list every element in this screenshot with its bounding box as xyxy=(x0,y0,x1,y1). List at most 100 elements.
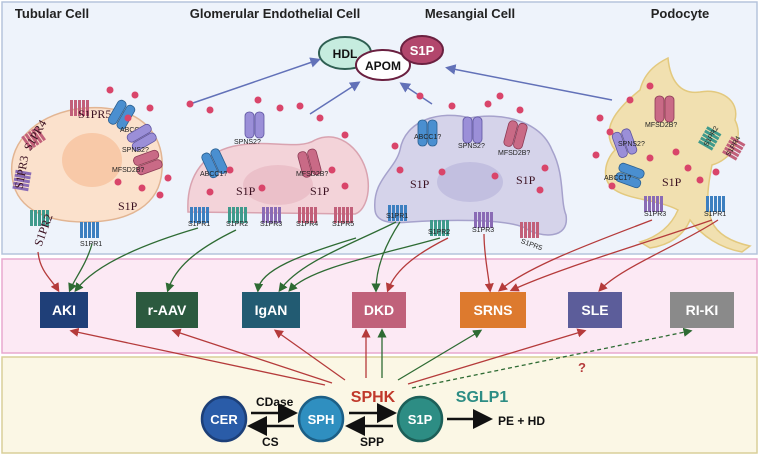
sglp1-label: SGLP1 xyxy=(456,389,509,406)
endo-s1p-label-2: S1P xyxy=(310,184,330,198)
disease-box-aki xyxy=(40,292,88,328)
metabolic-pathway: CER SPH S1P CDase CS SPP SPHK SGLP1 PE +… xyxy=(200,389,545,449)
endothelial-nucleus xyxy=(243,165,313,205)
disease-box-raav xyxy=(136,292,198,328)
pod-s1pr1-label: S1PR1 xyxy=(704,211,726,218)
spp-label: SPP xyxy=(360,435,384,449)
header-endothelial-cell: Glomerular Endothelial Cell xyxy=(190,6,360,21)
podocyte-body xyxy=(604,56,752,253)
tubular-s1pr1-label: S1PR1 xyxy=(80,241,102,248)
mesangial-cell: ABCC1? SPNS2? MFSD2B? S1P S1P S1PR1 S1PR… xyxy=(374,114,567,252)
arrow-sphk-srns xyxy=(397,329,483,381)
export-arrows xyxy=(189,57,613,115)
s1p-ellipse xyxy=(400,35,444,65)
podocyte: MFSD2B? SPNS2? ABCC1? S1P S1PR2 S1PR4 S1… xyxy=(604,56,752,253)
arrow-sphk-igan xyxy=(273,329,346,381)
hdl-apom-s1p-complex: HDL APOM S1P xyxy=(318,35,444,81)
sph-label: SPH xyxy=(308,412,335,427)
arrow-tubular-to-complex xyxy=(189,57,321,105)
complex-s1p-label: S1P xyxy=(410,43,435,58)
mes-abcc1-label: ABCC1? xyxy=(414,134,441,141)
disease-label-sle: SLE xyxy=(581,302,608,318)
arrow-endo-to-complex xyxy=(309,81,361,115)
arrow-s1pr2-aki xyxy=(37,251,60,293)
arrow-s1pr1-aki xyxy=(68,243,93,293)
mes-s1pr5-receptor xyxy=(520,222,539,238)
s1p-node xyxy=(396,395,444,443)
tubular-s1pr5-label: S1PR5 xyxy=(78,107,111,121)
arrow-pod-s1pr3-srns xyxy=(498,219,653,292)
endothelial-cell: SPNS2? ABCC1? MFSD2B? S1P S1P S1PR1 S1PR… xyxy=(187,111,370,228)
endo-s1pr2-label: S1PR2 xyxy=(226,221,248,228)
disease-label-riki: RI-KI xyxy=(686,302,719,318)
uncertain-mark: ? xyxy=(578,360,586,375)
endo-s1pr1-label: S1PR1 xyxy=(188,221,210,228)
arrow-endo-s1pr1-aki xyxy=(74,227,199,293)
mesangial-nucleus xyxy=(437,162,503,202)
pod-abcc1-label: ABCC1? xyxy=(604,175,631,182)
endo-abcc1-label: ABCC1? xyxy=(200,171,227,178)
arrow-sphk-aki xyxy=(69,327,326,386)
mes-spns2-label: SPNS2? xyxy=(458,143,485,150)
arrow-sphk-raav xyxy=(171,328,333,384)
disease-label-aki: AKI xyxy=(52,302,76,318)
s1p-node-label: S1P xyxy=(408,412,433,427)
disease-box-dkd xyxy=(352,292,406,328)
disease-label-srns: SRNS xyxy=(474,302,513,318)
endo-s1p-label-1: S1P xyxy=(236,184,256,198)
hdl-label: HDL xyxy=(333,47,358,61)
cer-label: CER xyxy=(210,412,238,427)
tubular-s1pr3-label: S1PR3 xyxy=(12,155,32,190)
receptor-disease-arrows xyxy=(37,219,719,293)
endo-s1pr4-label: S1PR4 xyxy=(296,221,318,228)
endo-s1pr3-label: S1PR3 xyxy=(260,221,282,228)
disease-label-raav: r-AAV xyxy=(148,302,187,318)
mes-s1pr1-label: S1PR1 xyxy=(386,213,408,220)
arrow-mes-to-complex xyxy=(399,82,433,105)
apom-label: APOM xyxy=(365,59,401,73)
arrow-sphk-sle xyxy=(407,328,587,385)
cer-node xyxy=(200,395,248,443)
cdase-label: CDase xyxy=(256,395,294,409)
arrow-pod-s1pr1-sle xyxy=(598,219,719,292)
pod-mfsd2b-label: MFSD2B? xyxy=(645,122,677,129)
arrow-mes-s1pr2-dkd xyxy=(385,237,449,293)
tubular-s1p-label: S1P xyxy=(118,199,138,213)
endo-spns2-label: SPNS2? xyxy=(234,139,261,146)
mes-s1p-label-2: S1P xyxy=(516,173,536,187)
arrow-mes-s1pr1-igan xyxy=(278,221,397,293)
pod-s1pr1-receptor xyxy=(706,196,725,212)
sphk-disease-arrows xyxy=(69,327,693,389)
apom-ellipse xyxy=(355,49,411,81)
tubular-nucleus xyxy=(62,133,122,187)
disease-box-sle xyxy=(568,292,622,328)
header-podocyte: Podocyte xyxy=(651,6,710,21)
sph-node xyxy=(297,395,345,443)
pod-s1pr3-receptor xyxy=(644,196,663,212)
mes-s1pr2-label: S1PR2 xyxy=(428,229,450,236)
arrow-pod-s1pr1-srns xyxy=(509,219,713,292)
pehd-label: PE + HD xyxy=(498,414,545,428)
pod-s1p-label: S1P xyxy=(662,175,682,189)
mes-mfsd2b-label: MFSD2B? xyxy=(498,150,530,157)
header-tubular-cell: Tubular Cell xyxy=(15,6,89,21)
disease-row: AKI r-AAV IgAN DKD SRNS SLE RI-KI xyxy=(40,292,734,328)
mes-s1p-label-1: S1P xyxy=(410,177,430,191)
disease-box-srns xyxy=(460,292,526,328)
arrow-pod-to-complex xyxy=(445,64,613,101)
pod-s1pr3-label: S1PR3 xyxy=(644,211,666,218)
disease-box-igan xyxy=(242,292,300,328)
arrow-mes-s1pr2-igan xyxy=(288,237,441,292)
tubular-spns2-label: SPNS2? xyxy=(122,147,149,154)
tubular-abcc1-label: ABCC1? xyxy=(120,127,147,134)
pod-spns2-label: SPNS2? xyxy=(618,141,645,148)
endo-s1pr5-label: S1PR5 xyxy=(332,221,354,228)
tubular-cell: S1PR5 S1PR4 S1PR3 S1PR2 S1PR1 ABCC1? SPN… xyxy=(10,98,164,248)
header-mesangial-cell: Mesangial Cell xyxy=(425,6,515,21)
arrow-endo-s1pr2-raav xyxy=(165,229,237,293)
disease-box-riki xyxy=(670,292,734,328)
disease-label-dkd: DKD xyxy=(364,302,394,318)
tubular-mfsd2b-label: MFSD2B? xyxy=(112,167,144,174)
arrow-sphk-riki xyxy=(411,327,693,389)
